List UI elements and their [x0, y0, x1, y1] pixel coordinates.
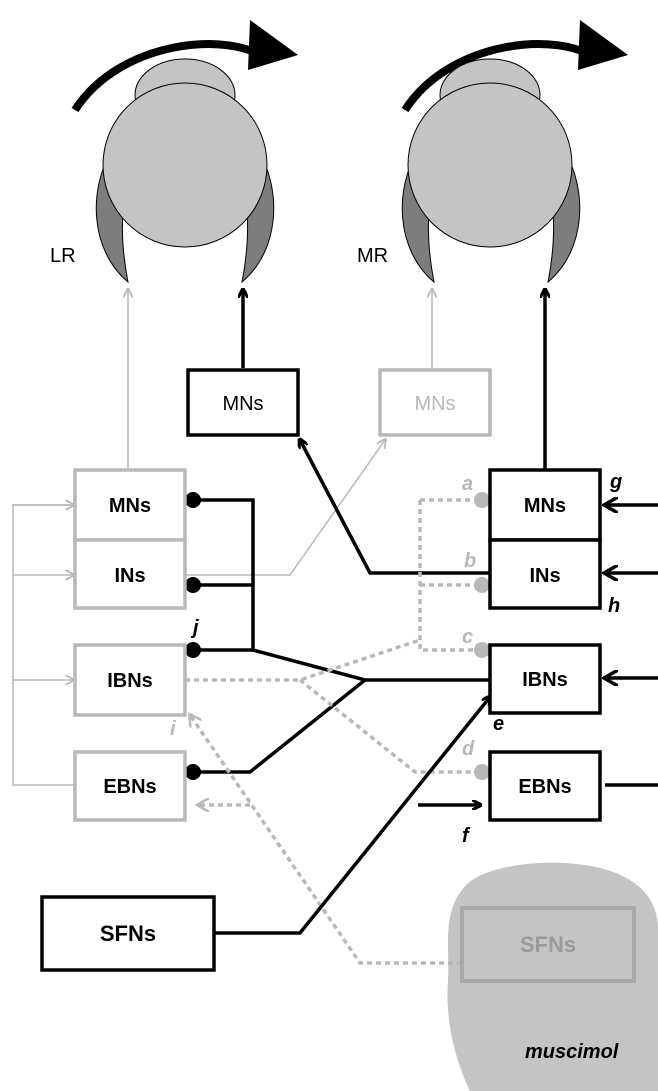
right-ebns-box: EBNs	[488, 750, 602, 822]
label-mr: MR	[357, 245, 388, 267]
svg-text:INs: INs	[529, 565, 560, 587]
muscimol-label: muscimol	[525, 1041, 619, 1063]
label-lr: LR	[50, 245, 76, 267]
svg-text:MNs: MNs	[109, 495, 151, 517]
letter-d: d	[462, 738, 475, 760]
svg-text:SFNs: SFNs	[100, 921, 156, 946]
right-eye	[401, 20, 628, 284]
svg-text:IBNs: IBNs	[522, 669, 568, 691]
left-eye	[71, 20, 298, 284]
svg-text:INs: INs	[114, 565, 145, 587]
left-ins-box: INs	[73, 538, 187, 610]
letter-g: g	[609, 471, 622, 493]
mns-top-left-box: MNs	[186, 368, 300, 437]
right-ibns-box: IBNs	[488, 643, 602, 715]
right-mns-box: MNs	[488, 468, 602, 542]
left-ebns-box: EBNs	[73, 750, 187, 822]
letter-i: i	[170, 718, 176, 740]
mns-top-right-box: MNs	[378, 368, 492, 437]
rotation-arrowhead-left	[248, 20, 298, 70]
connections	[12, 290, 658, 965]
letter-e: e	[493, 713, 504, 735]
svg-text:IBNs: IBNs	[107, 670, 153, 692]
svg-text:EBNs: EBNs	[518, 776, 571, 798]
svg-text:MNs: MNs	[524, 495, 566, 517]
svg-text:MNs: MNs	[414, 393, 455, 415]
sfns-left-box: SFNs	[40, 895, 216, 972]
letter-b: b	[464, 550, 476, 572]
svg-text:MNs: MNs	[222, 393, 263, 415]
left-mns-box: MNs	[73, 468, 187, 542]
letter-a: a	[462, 473, 473, 495]
right-eye-globe	[407, 82, 573, 248]
sfns-right-box: SFNs	[460, 906, 636, 983]
synapse-dots	[185, 492, 490, 780]
svg-text:SFNs: SFNs	[520, 932, 576, 957]
letter-c: c	[462, 626, 473, 648]
letter-f: f	[462, 825, 471, 847]
muscimol-region	[447, 862, 658, 1091]
left-ibns-box: IBNs	[73, 643, 187, 717]
letter-h: h	[608, 595, 620, 617]
right-ins-box: INs	[488, 538, 602, 610]
rotation-arrowhead-right	[578, 20, 628, 70]
letter-j: j	[190, 617, 199, 639]
svg-text:EBNs: EBNs	[103, 776, 156, 798]
left-eye-globe	[102, 82, 268, 248]
